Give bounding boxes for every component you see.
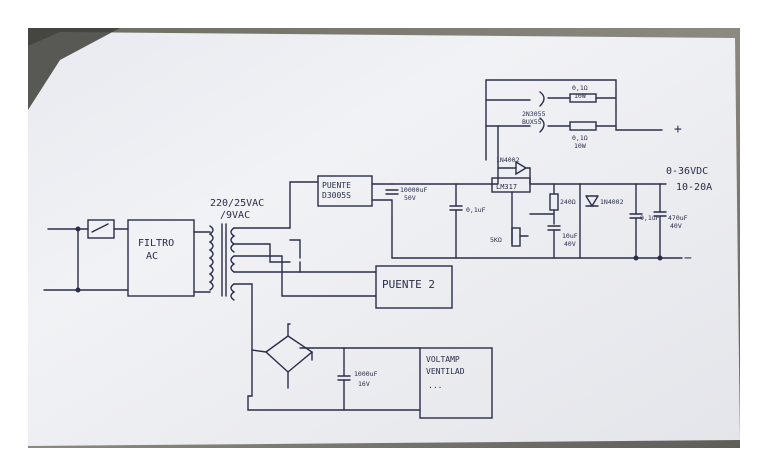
diode-top-label: 1N4002 xyxy=(496,156,520,164)
transformer-core xyxy=(221,223,227,297)
bridge2-label: PUENTE 2 xyxy=(382,278,435,291)
bridge1-label: PUENTE D3005S xyxy=(322,181,356,200)
transformer-primary xyxy=(208,225,214,291)
output-spec-label: 0-36VDC 10-20A xyxy=(666,166,714,193)
aux-load-label: VOLTAMP VENTILAD ... xyxy=(426,355,469,390)
transformer-label: 220/25VAC /9VAC xyxy=(210,198,270,221)
cap10uf-label: 10uF 40V xyxy=(562,232,582,248)
res-top-label: 0,1Ω 10W xyxy=(572,84,592,100)
filter-label: FILTRO AC xyxy=(138,238,180,262)
cap-aux-label: 1000uF 16V xyxy=(354,370,381,388)
plus-terminal: + xyxy=(674,122,682,137)
diode-right-label: 1N4002 xyxy=(600,198,624,206)
output-cap-big xyxy=(653,183,667,259)
minus-terminal: − xyxy=(684,251,692,266)
cap-small1-label: 0,1uF xyxy=(466,206,486,214)
power-transistors xyxy=(539,91,545,133)
regulator-label: LM317 xyxy=(496,183,517,191)
transistors-label: 2N3055 BUX55 xyxy=(522,110,549,126)
bridge-2-box xyxy=(375,265,453,309)
transformer-secondary-2 xyxy=(230,255,236,273)
ac-filter-box xyxy=(127,219,195,297)
res-mid-label: 0,1Ω 10W xyxy=(572,134,592,150)
bridge-rectifier-1 xyxy=(317,175,373,207)
cap-out-small-label: 0,1uF xyxy=(640,214,660,222)
res240-label: 240Ω xyxy=(560,198,576,206)
switch-contact xyxy=(91,223,109,233)
cap1-label: 10000uF 50V xyxy=(400,186,431,202)
transformer-secondary-3 xyxy=(230,283,236,301)
pot-label: 5KΩ xyxy=(490,236,502,244)
filter-capacitor xyxy=(385,189,399,195)
diode-right xyxy=(585,195,599,208)
transformer-secondary-1 xyxy=(230,227,236,253)
lm317-regulator xyxy=(491,177,531,193)
protection-diode xyxy=(497,160,531,185)
aux-load-box xyxy=(419,347,493,419)
paper-sheet xyxy=(28,32,740,446)
shadow xyxy=(28,28,120,110)
cap-out-big-label: 470uF 40V xyxy=(668,214,692,230)
output-cap-small xyxy=(629,183,643,259)
potentiometer xyxy=(511,227,521,247)
